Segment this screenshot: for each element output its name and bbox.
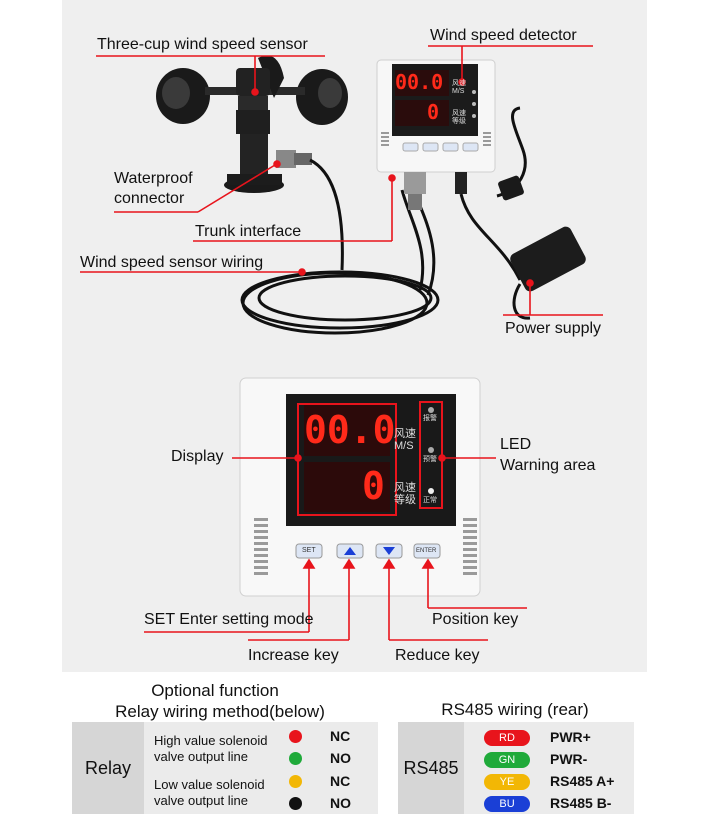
relay-high-line2: valve output line — [154, 749, 248, 764]
rs485-tag-blue: BU — [484, 796, 530, 812]
large-led-label-3: 正常 — [423, 497, 437, 504]
small-unit-bottom-1: 风速 — [452, 110, 466, 117]
set-key[interactable]: SET — [302, 547, 316, 554]
relay-code-2: NO — [330, 750, 351, 766]
label-wind-speed-detector: Wind speed detector — [430, 27, 577, 44]
label-trunk-interface: Trunk interface — [195, 223, 302, 240]
small-detector-image — [376, 59, 522, 281]
rs485-tag-yellow: YE — [484, 774, 530, 790]
relay-dot-red — [289, 730, 302, 743]
relay-code-1: NC — [330, 728, 351, 744]
sensor-cable-coil — [240, 189, 440, 335]
rs485-signal-4: RS485 B- — [550, 795, 612, 811]
label-led-line1: LED — [500, 436, 532, 453]
relay-title: Relay — [72, 722, 144, 814]
small-unit-bottom-2: 等级 — [452, 118, 466, 125]
large-unit-bottom-1: 风速 — [394, 482, 416, 494]
small-unit-top-1: 风速 — [452, 80, 466, 87]
label-three-cup-sensor: Three-cup wind speed sensor — [97, 36, 308, 53]
label-set-mode: SET Enter setting mode — [144, 611, 314, 628]
rs485-tag-red: RD — [484, 730, 530, 746]
large-led-label-1: 报警 — [423, 415, 437, 422]
relay-dot-black — [289, 797, 302, 810]
rs485-header: RS485 wiring (rear) — [441, 700, 589, 719]
label-display: Display — [171, 448, 224, 465]
large-unit-top-1: 风速 — [394, 428, 416, 440]
label-waterproof-line2: connector — [114, 190, 185, 207]
large-unit-bottom-2: 等级 — [394, 494, 416, 506]
small-unit-top-2: M/S — [452, 88, 465, 95]
relay-table: Relay High value solenoid valve output l… — [72, 722, 378, 814]
product-illustration — [80, 45, 603, 641]
relay-dot-yellow — [289, 775, 302, 788]
rs485-signal-1: PWR+ — [550, 729, 591, 745]
label-increase-key: Increase key — [248, 647, 339, 664]
rs485-title: RS485 — [398, 722, 464, 814]
power-supply-image — [496, 106, 586, 320]
label-waterproof-line1: Waterproof — [114, 170, 193, 187]
relay-high-line1: High value solenoid — [154, 733, 268, 748]
label-reduce-key: Reduce key — [395, 647, 480, 664]
relay-code-4: NO — [330, 795, 351, 811]
large-display-bottom-value: 0 — [362, 464, 385, 508]
large-led-label-2: 预警 — [423, 456, 437, 463]
small-display-bottom-value: 0 — [427, 100, 440, 124]
relay-code-3: NC — [330, 773, 351, 789]
large-display-top-value: 00.0 — [304, 408, 396, 452]
large-unit-top-2: M/S — [394, 440, 414, 452]
label-power-supply: Power supply — [505, 320, 602, 337]
enter-key[interactable]: ENTER — [416, 548, 437, 554]
relay-low-line2: valve output line — [154, 793, 248, 808]
label-position-key: Position key — [432, 611, 519, 628]
small-display-top-value: 00.0 — [395, 70, 444, 94]
rs485-tag-green: GN — [484, 752, 530, 768]
label-led-line2: Warning area — [500, 457, 596, 474]
relay-header-line2: Relay wiring method(below) — [115, 702, 325, 721]
large-detector-image — [239, 377, 481, 597]
relay-dot-green — [289, 752, 302, 765]
label-sensor-wiring: Wind speed sensor wiring — [80, 254, 264, 271]
rs485-table: RS485 RD PWR+ GN PWR- YE RS485 A+ BU RS4… — [398, 722, 634, 814]
relay-header-line1: Optional function — [151, 681, 279, 700]
rs485-signal-2: PWR- — [550, 751, 588, 767]
relay-low-line1: Low value solenoid — [154, 777, 265, 792]
rs485-signal-3: RS485 A+ — [550, 773, 615, 789]
